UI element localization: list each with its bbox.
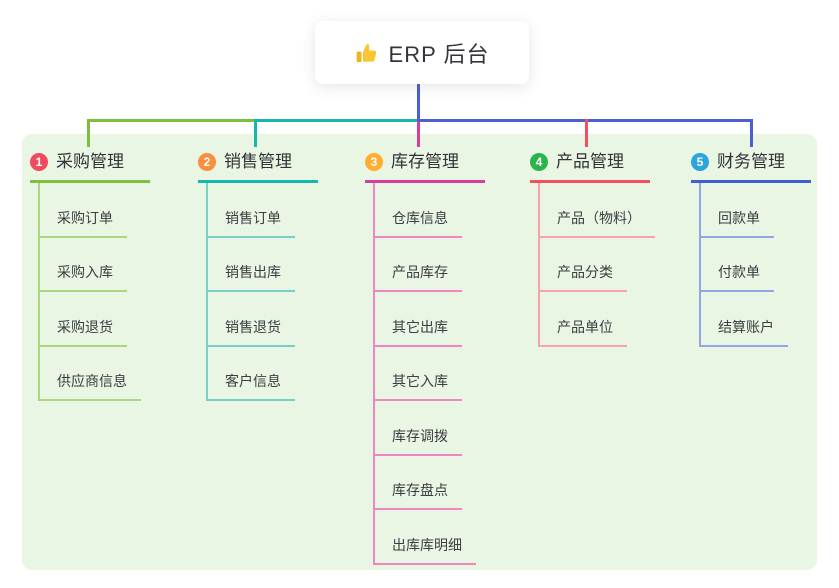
mindmap-node[interactable]: 销售退货	[208, 292, 318, 347]
mindmap-node-label: 仓库信息	[375, 210, 462, 238]
connector-drop-sales	[254, 119, 257, 147]
mindmap-node[interactable]: 产品库存	[375, 238, 485, 292]
mindmap-node-label: 采购退货	[40, 319, 127, 347]
mindmap-node-label: 产品（物料）	[540, 210, 655, 238]
mindmap-node[interactable]: 销售出库	[208, 238, 318, 292]
mindmap-node-label: 库存调拨	[375, 428, 462, 456]
mindmap-node[interactable]: 仓库信息	[375, 183, 485, 238]
mindmap-node-label: 出库库明细	[375, 537, 476, 565]
connector-drop-finance	[750, 119, 753, 147]
canvas-panel	[22, 134, 817, 570]
branch-title-label: 销售管理	[224, 152, 292, 171]
mindmap-node[interactable]: 出库库明细	[375, 510, 485, 565]
connector-horizontal-mid	[256, 119, 420, 122]
branch-title[interactable]: 2 销售管理	[198, 147, 318, 183]
mindmap-node-label: 产品单位	[540, 319, 627, 347]
branch-number-badge: 4	[530, 153, 548, 171]
mindmap-node-label: 回款单	[701, 210, 774, 238]
thumbs-up-icon	[355, 41, 379, 65]
mindmap-node-label: 结算账户	[701, 319, 788, 347]
branch-number-badge: 5	[691, 153, 709, 171]
branch-items: 产品（物料） 产品分类产品单位	[538, 183, 655, 347]
connector-horizontal-left	[87, 119, 257, 122]
connector-drop-purchase	[87, 119, 90, 147]
mindmap-node[interactable]: 其它出库	[375, 292, 485, 347]
mindmap-node[interactable]: 供应商信息	[40, 347, 150, 401]
mindmap-node-label: 付款单	[701, 264, 774, 292]
mindmap-node[interactable]: 采购退货	[40, 292, 150, 347]
mindmap-node-label: 产品库存	[375, 264, 462, 292]
branch-items: 销售订单销售出库销售退货客户信息	[206, 183, 318, 401]
branch-title[interactable]: 5 财务管理	[691, 147, 811, 183]
branch-items: 采购订单采购入库采购退货供应商信息	[38, 183, 150, 401]
branch-title-label: 库存管理	[391, 152, 459, 171]
mindmap-node[interactable]: 付款单	[701, 238, 811, 292]
mindmap-node[interactable]: 采购入库	[40, 238, 150, 292]
mindmap-node[interactable]: 库存盘点	[375, 456, 485, 510]
mindmap-node-label: 供应商信息	[40, 373, 141, 401]
branch-title[interactable]: 3 库存管理	[365, 147, 485, 183]
branch-column-1: 1 采购管理 采购订单采购入库采购退货供应商信息	[30, 147, 150, 401]
mindmap-node[interactable]: 其它入库	[375, 347, 485, 401]
mindmap-node[interactable]: 产品单位	[540, 292, 655, 347]
mindmap-node-label: 其它出库	[375, 319, 462, 347]
mindmap-node[interactable]: 库存调拨	[375, 401, 485, 456]
branch-column-5: 5 财务管理 回款单付款单结算账户	[691, 147, 811, 347]
mindmap-node[interactable]: 产品（物料）	[540, 183, 655, 238]
root-node-label: ERP 后台	[388, 41, 490, 67]
branch-number-badge: 2	[198, 153, 216, 171]
mindmap-node-label: 销售退货	[208, 319, 295, 347]
branch-column-4: 4 产品管理 产品（物料） 产品分类产品单位	[530, 147, 655, 347]
root-node-erp[interactable]: ERP 后台	[315, 21, 529, 84]
mindmap-node[interactable]: 客户信息	[208, 347, 318, 401]
mindmap-node[interactable]: 销售订单	[208, 183, 318, 238]
mindmap-node[interactable]: 采购订单	[40, 183, 150, 238]
mindmap-node-label: 采购入库	[40, 264, 127, 292]
mindmap-node-label: 销售订单	[208, 210, 295, 238]
branch-column-2: 2 销售管理 销售订单销售出库销售退货客户信息	[198, 147, 318, 401]
mindmap-node-label: 其它入库	[375, 373, 462, 401]
branch-title[interactable]: 4 产品管理	[530, 147, 650, 183]
mindmap-node-label: 产品分类	[540, 264, 627, 292]
mindmap-node-label: 客户信息	[208, 373, 295, 401]
branch-number-badge: 1	[30, 153, 48, 171]
branch-title-label: 采购管理	[56, 152, 124, 171]
connector-root-line	[417, 84, 420, 121]
branch-title-label: 财务管理	[717, 152, 785, 171]
mindmap-node[interactable]: 产品分类	[540, 238, 655, 292]
mindmap-node-label: 库存盘点	[375, 482, 462, 510]
branch-number-badge: 3	[365, 153, 383, 171]
mindmap-node-label: 采购订单	[40, 210, 127, 238]
mindmap-node-label: 销售出库	[208, 264, 295, 292]
branch-title-label: 产品管理	[556, 152, 624, 171]
connector-drop-product	[585, 119, 588, 147]
connector-drop-inventory	[417, 119, 420, 147]
mindmap-node[interactable]: 回款单	[701, 183, 811, 238]
mindmap-node[interactable]: 结算账户	[701, 292, 811, 347]
branch-title[interactable]: 1 采购管理	[30, 147, 150, 183]
branch-items: 仓库信息产品库存其它出库其它入库库存调拨库存盘点出库库明细	[373, 183, 485, 565]
branch-column-3: 3 库存管理 仓库信息产品库存其它出库其它入库库存调拨库存盘点出库库明细	[365, 147, 485, 565]
branch-items: 回款单付款单结算账户	[699, 183, 811, 347]
